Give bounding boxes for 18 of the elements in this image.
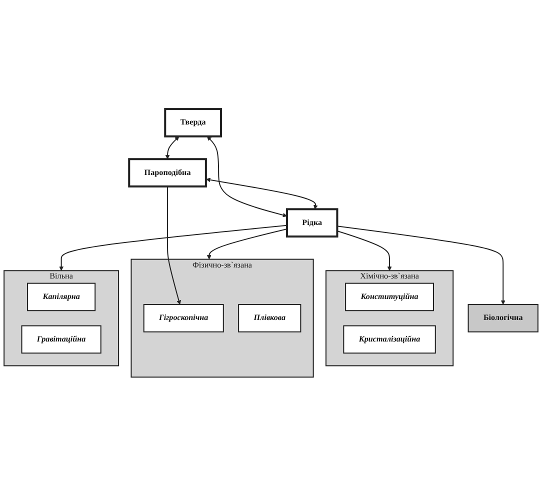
node-box: Плівкова	[238, 304, 302, 332]
node-box: Гравітаційна	[21, 325, 102, 354]
arrow	[206, 136, 288, 218]
node-box: Гігроскопічна	[143, 304, 224, 332]
arrow	[206, 228, 288, 260]
arrow	[59, 224, 288, 271]
arrow	[167, 186, 181, 305]
node-box: Пароподібна	[128, 158, 207, 188]
node-box: Капілярна	[27, 282, 96, 312]
arrow	[165, 136, 180, 160]
node-box: Кристалізаційна	[343, 325, 436, 354]
node-box: Біологічна	[468, 304, 538, 332]
arrow	[206, 178, 318, 210]
node-box: Рідка	[286, 208, 338, 238]
node-box: Тверда	[164, 108, 222, 138]
node-box: Конституційна	[345, 282, 434, 312]
arrow	[337, 230, 392, 271]
arrow	[337, 226, 506, 305]
